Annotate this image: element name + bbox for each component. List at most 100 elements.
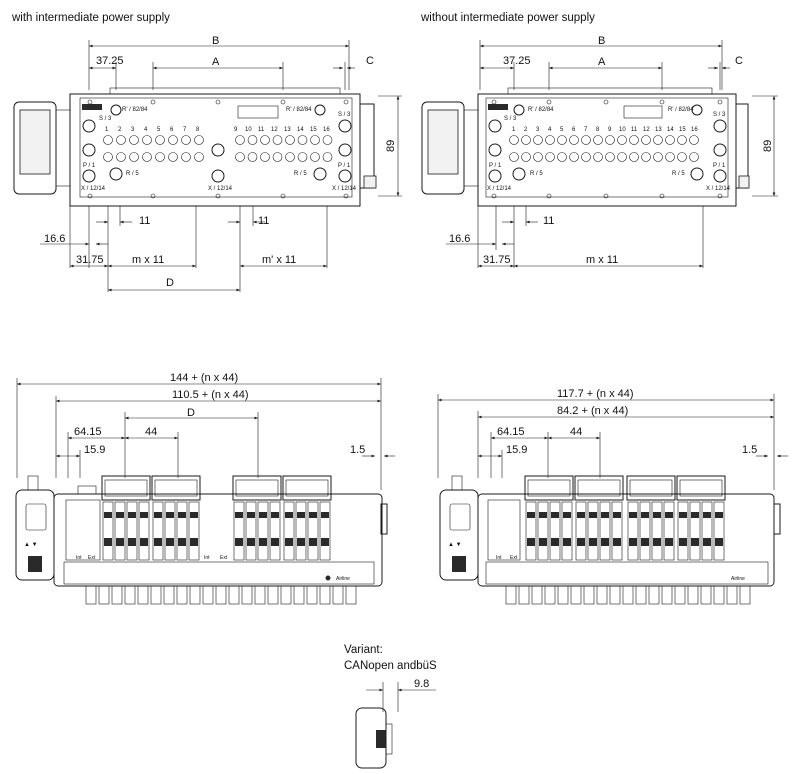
svg-text:Int: Int [496, 555, 502, 561]
svg-text:▲ ▼: ▲ ▼ [448, 542, 462, 548]
port-b [617, 152, 627, 162]
svg-text:R' / 82/84: R' / 82/84 [528, 107, 554, 113]
top-view-without-intermediate: B A 37.25 C 89 S / 3 P / 1 X / 12/14 R /… [421, 35, 778, 268]
label-plate [82, 104, 102, 110]
valve-actuator [703, 538, 711, 546]
port-a [545, 135, 555, 145]
dim-15-9: 15.9 [506, 444, 527, 456]
port-b [653, 152, 663, 162]
fitting [332, 585, 344, 605]
valve-slice [689, 501, 701, 561]
valve-led [539, 512, 547, 518]
svg-text:Ext: Ext [510, 555, 518, 561]
svg-text:X / 12/14: X / 12/14 [81, 186, 106, 192]
svg-text:16: 16 [691, 127, 698, 133]
valve-actuator [563, 538, 571, 546]
valve-led [613, 512, 621, 518]
port-a [247, 135, 258, 145]
valve-actuator [321, 538, 329, 546]
valve-led [247, 512, 255, 518]
valve-led [116, 512, 124, 518]
svg-text:11: 11 [631, 127, 638, 133]
svg-text:12: 12 [271, 127, 278, 133]
svg-text:15: 15 [310, 127, 317, 133]
variant-name: CANopen andbüS [344, 660, 437, 672]
port-b [593, 152, 603, 162]
variant-label: Variant: [344, 644, 383, 656]
fittings [505, 585, 751, 605]
variant-canopen: Variant: CANopen andbüS 9.8 [344, 644, 437, 769]
valve-slice [283, 501, 295, 561]
fitting [293, 585, 305, 605]
dim-d-front: D [187, 407, 195, 419]
caption-without-intermediate: without intermediate power supply [420, 12, 595, 24]
port-a [116, 135, 126, 145]
port-a [181, 135, 191, 145]
port-a [533, 135, 543, 145]
fitting [85, 585, 97, 605]
dim-9-8: 9.8 [414, 678, 429, 690]
valve-led [309, 512, 317, 518]
dim-m-x-11: m x 11 [132, 254, 164, 266]
fitting [518, 585, 530, 605]
fitting [176, 585, 188, 605]
valve-slice [307, 501, 319, 561]
svg-text:5: 5 [560, 127, 564, 133]
fitting [622, 585, 634, 605]
valve-actuator [601, 538, 609, 546]
svg-text:X / 12/14: X / 12/14 [208, 186, 233, 192]
valve-slice [561, 501, 573, 561]
valve-window [235, 479, 279, 497]
valve-stack [524, 475, 726, 561]
fitting [124, 585, 136, 605]
port-b [129, 152, 139, 162]
valve-actuator [247, 538, 255, 546]
dim-11-right: 11 [258, 215, 269, 227]
dim-c: C [366, 55, 374, 67]
port-b [605, 152, 615, 162]
valve-led [703, 512, 711, 518]
port-a [155, 135, 165, 145]
front-view-without-intermediate: 117.7 + (n x 44) 84.2 + (n x 44) 64.15 4… [437, 388, 788, 605]
working-ports [509, 135, 699, 162]
svg-text:2: 2 [524, 127, 528, 133]
fittings [85, 585, 357, 605]
port-b [285, 152, 295, 162]
port-b [116, 152, 126, 162]
valve-slice [257, 501, 269, 561]
valve-led [527, 512, 535, 518]
port-a [297, 135, 308, 145]
dim-a: A [212, 56, 220, 68]
valve-led [321, 512, 329, 518]
valve-led [679, 512, 687, 518]
svg-text:2: 2 [118, 127, 122, 133]
valve-slice [537, 501, 549, 561]
fitting [635, 585, 647, 605]
valve-stack [101, 475, 332, 561]
port-b [297, 152, 308, 162]
fitting [163, 585, 175, 605]
valve-slice [102, 501, 114, 561]
svg-text:S / 3: S / 3 [713, 112, 726, 118]
port-r5 [109, 167, 123, 181]
port-b [310, 152, 320, 162]
port-a [103, 135, 113, 145]
dim-m-x-11: m x 11 [586, 254, 618, 266]
valve-slice [549, 501, 561, 561]
fitting [713, 585, 725, 605]
valve-actuator [665, 538, 673, 546]
port-a [641, 135, 651, 145]
port-a [653, 135, 663, 145]
port-a [194, 135, 204, 145]
valve-led [140, 512, 148, 518]
valve-slice [713, 501, 725, 561]
caption-with-intermediate: with intermediate power supply [11, 12, 170, 24]
dim-31-75: 31.75 [76, 254, 104, 266]
dim-89: 89 [762, 140, 774, 152]
fitting [189, 585, 201, 605]
valve-slice [152, 501, 164, 561]
dim-15-9: 15.9 [84, 444, 105, 456]
valve-slice [525, 501, 537, 561]
svg-text:4: 4 [548, 127, 552, 133]
port-b [689, 152, 699, 162]
